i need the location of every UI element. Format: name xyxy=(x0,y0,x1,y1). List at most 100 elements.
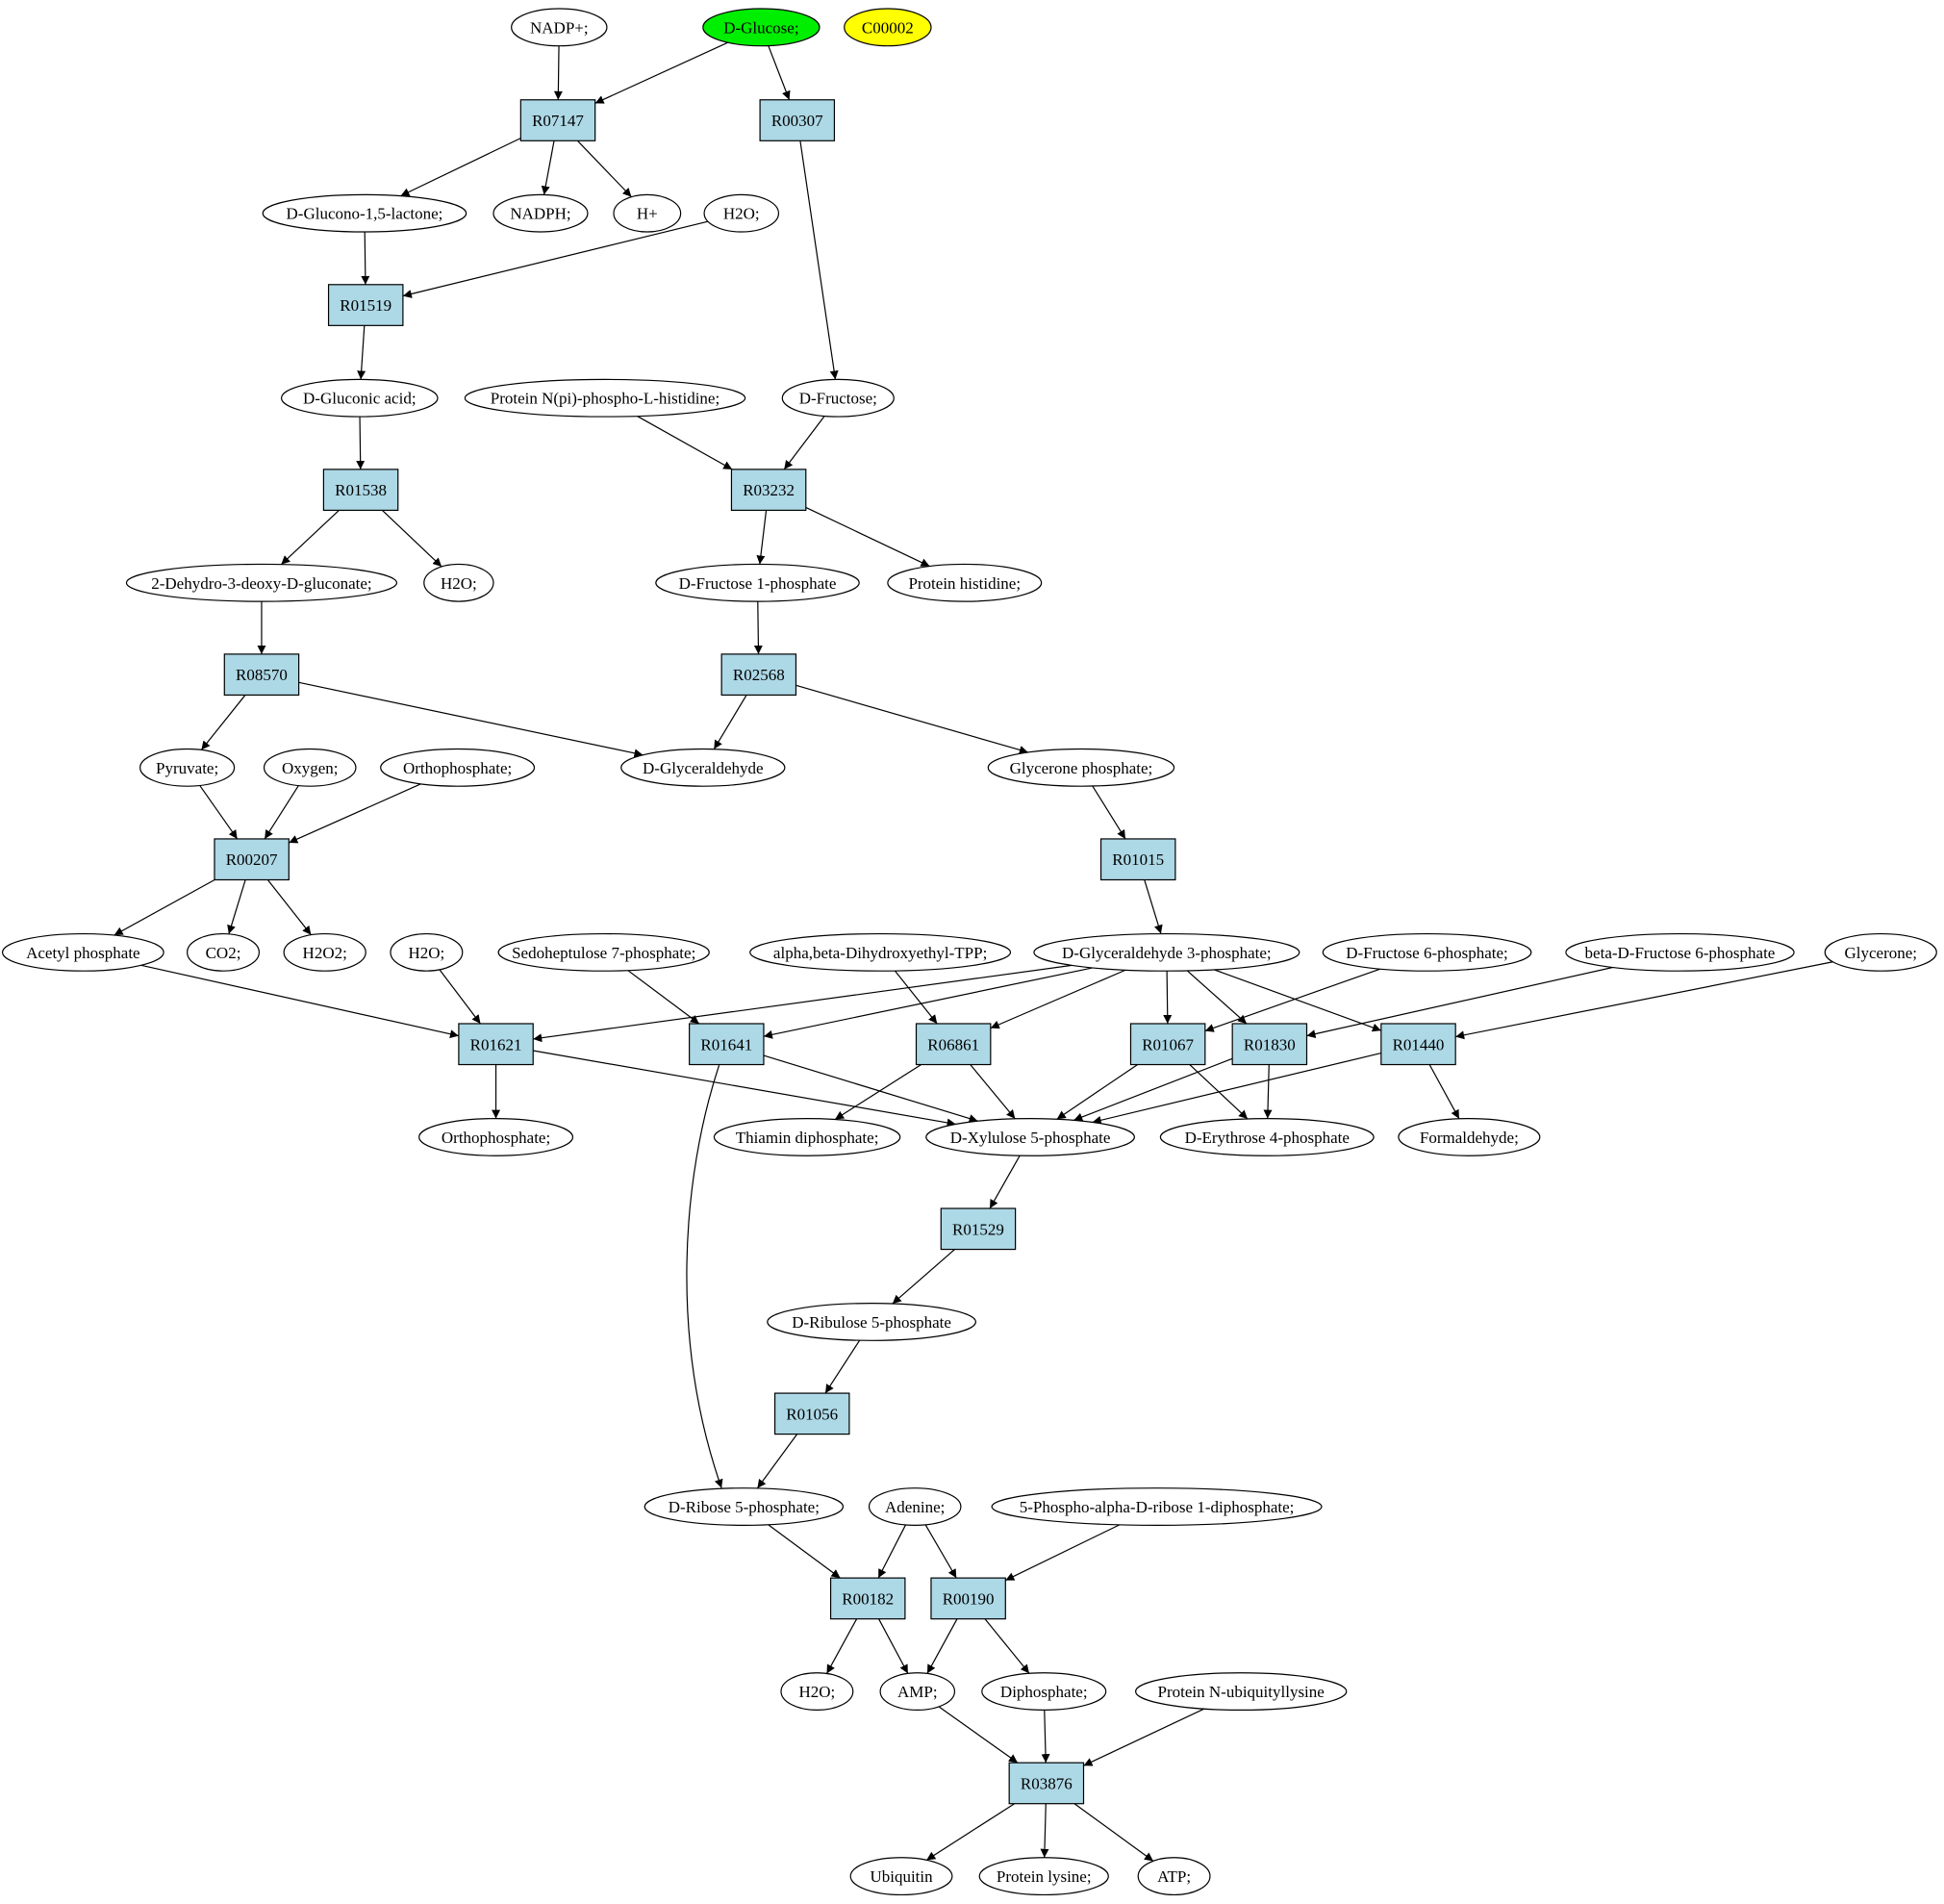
compound-ellipse xyxy=(464,378,746,418)
reaction-node-R00190[interactable]: R00190 xyxy=(930,1577,1006,1620)
edge-protnpi-to-R03232 xyxy=(637,416,733,470)
compound-node-diphosphate[interactable]: Diphosphate; xyxy=(981,1672,1107,1711)
compound-node-nadph[interactable]: NADPH; xyxy=(492,193,589,233)
compound-ellipse xyxy=(644,1487,845,1526)
reaction-node-R07147[interactable]: R07147 xyxy=(519,99,596,141)
compound-node-amp[interactable]: AMP; xyxy=(879,1672,956,1711)
reaction-node-R02568[interactable]: R02568 xyxy=(720,653,797,697)
compound-node-dfructose[interactable]: D-Fructose; xyxy=(781,378,895,418)
reaction-node-R01529[interactable]: R01529 xyxy=(940,1207,1017,1251)
node-label: Pyruvate; xyxy=(156,759,218,777)
edge-R00190-to-amp xyxy=(926,1618,958,1674)
edge-dfructose-to-R03232 xyxy=(783,416,825,470)
compound-node-atp[interactable]: ATP; xyxy=(1137,1857,1211,1896)
compound-node-h2o_c[interactable]: H2O; xyxy=(390,932,464,972)
compound-node-glucono[interactable]: D-Glucono-1,5-lactone; xyxy=(262,193,467,233)
compound-node-ubiquitin[interactable]: Ubiquitin xyxy=(849,1857,953,1896)
compound-node-gluconic[interactable]: D-Gluconic acid; xyxy=(280,378,439,418)
edge-R01538-to-h2o_b xyxy=(382,509,442,568)
node-label: Formaldehyde; xyxy=(1420,1129,1519,1147)
compound-node-h2o2[interactable]: H2O2; xyxy=(283,932,366,972)
reaction-node-R00207[interactable]: R00207 xyxy=(214,838,290,881)
reaction-node-R01519[interactable]: R01519 xyxy=(327,284,404,326)
reaction-node-R00182[interactable]: R00182 xyxy=(829,1577,906,1620)
compound-node-fru6p[interactable]: D-Fructose 6-phosphate; xyxy=(1322,932,1532,972)
compound-node-c00002[interactable]: C00002 xyxy=(844,8,932,47)
compound-node-gap[interactable]: D-Glyceraldehyde 3-phosphate; xyxy=(1033,932,1300,972)
compound-ellipse xyxy=(497,932,710,972)
reaction-node-R01621[interactable]: R01621 xyxy=(458,1023,534,1066)
compound-node-ortho_b[interactable]: Orthophosphate; xyxy=(418,1117,574,1156)
compound-ellipse xyxy=(749,932,1012,972)
compound-ellipse xyxy=(139,748,236,787)
edge-ribulose5p-to-R01056 xyxy=(824,1339,861,1394)
compound-node-glyceraldehyde[interactable]: D-Glyceraldehyde xyxy=(620,748,786,787)
edge-R07147-to-glucono xyxy=(400,138,521,197)
node-label: D-Glyceraldehyde xyxy=(643,759,764,777)
compound-ellipse xyxy=(849,1857,953,1896)
reaction-box xyxy=(327,284,404,326)
node-label: H2O; xyxy=(441,574,477,593)
reaction-node-R01067[interactable]: R01067 xyxy=(1129,1023,1206,1066)
compound-node-acetylp[interactable]: Acetyl phosphate xyxy=(1,932,164,972)
edge-adenine-to-R00182 xyxy=(877,1524,907,1579)
reaction-node-R01056[interactable]: R01056 xyxy=(773,1392,850,1435)
edge-fru6p-to-R01067 xyxy=(1204,968,1380,1032)
reaction-node-R01538[interactable]: R01538 xyxy=(322,469,399,511)
compound-node-h2o_d[interactable]: H2O; xyxy=(780,1672,854,1711)
compound-node-formaldehyde[interactable]: Formaldehyde; xyxy=(1398,1117,1541,1156)
reaction-node-R01641[interactable]: R01641 xyxy=(689,1023,765,1066)
compound-node-ortho_a[interactable]: Orthophosphate; xyxy=(380,748,536,787)
reaction-node-R03876[interactable]: R03876 xyxy=(1008,1762,1085,1805)
compound-node-fru1p[interactable]: D-Fructose 1-phosphate xyxy=(655,563,860,602)
compound-node-prothis[interactable]: Protein histidine; xyxy=(887,563,1043,602)
edge-R06861-to-xylulose5p xyxy=(970,1064,1016,1120)
compound-node-h2o_a[interactable]: H2O; xyxy=(703,193,780,233)
compound-node-nadp[interactable]: NADP+; xyxy=(511,8,608,47)
node-label: R01529 xyxy=(952,1220,1004,1238)
compound-node-dehydro[interactable]: 2-Dehydro-3-deoxy-D-gluconate; xyxy=(125,563,398,602)
reaction-node-R01830[interactable]: R01830 xyxy=(1231,1023,1308,1066)
node-label: R01015 xyxy=(1112,850,1164,869)
compound-node-pyruvate[interactable]: Pyruvate; xyxy=(139,748,236,787)
compound-node-xylulose5p[interactable]: D-Xylulose 5-phosphate xyxy=(925,1117,1135,1156)
compound-ellipse xyxy=(781,378,895,418)
compound-ellipse xyxy=(1565,932,1795,972)
reaction-node-R06861[interactable]: R06861 xyxy=(915,1023,992,1066)
compound-node-protubi[interactable]: Protein N-ubiquityllysine xyxy=(1135,1672,1348,1711)
compound-node-glycerone[interactable]: Glycerone; xyxy=(1824,932,1937,972)
compound-node-ribose5p[interactable]: D-Ribose 5-phosphate; xyxy=(644,1487,845,1526)
compound-node-co2[interactable]: CO2; xyxy=(187,932,260,972)
compound-node-protnpi[interactable]: Protein N(pi)-phospho-L-histidine; xyxy=(464,378,746,418)
edge-R01641-to-xylulose5p xyxy=(763,1054,978,1123)
compound-node-sedo7p[interactable]: Sedoheptulose 7-phosphate; xyxy=(497,932,710,972)
reaction-box xyxy=(223,653,300,697)
reaction-node-R01440[interactable]: R01440 xyxy=(1380,1023,1456,1066)
compound-node-prpp[interactable]: 5-Phospho-alpha-D-ribose 1-diphosphate; xyxy=(991,1487,1323,1526)
node-label: D-Gluconic acid; xyxy=(303,390,417,408)
node-label: H2O; xyxy=(408,944,444,962)
reaction-node-R01015[interactable]: R01015 xyxy=(1099,838,1176,881)
compound-node-h2o_b[interactable]: H2O; xyxy=(423,563,494,602)
node-label: H+ xyxy=(637,205,658,223)
compound-node-hplus[interactable]: H+ xyxy=(613,193,682,233)
compound-node-thiamin[interactable]: Thiamin diphosphate; xyxy=(713,1117,901,1156)
edge-h2o_c-to-R01621 xyxy=(439,969,481,1025)
node-label: R01830 xyxy=(1244,1035,1296,1054)
edge-R03232-to-prothis xyxy=(805,506,930,568)
reaction-node-R00307[interactable]: R00307 xyxy=(759,99,836,141)
reaction-node-R03232[interactable]: R03232 xyxy=(730,469,807,511)
compound-node-ribulose5p[interactable]: D-Ribulose 5-phosphate xyxy=(767,1303,976,1341)
edge-R02568-to-glyceraldehyde xyxy=(713,695,747,749)
reaction-node-R08570[interactable]: R08570 xyxy=(223,653,300,697)
edge-dglucose-to-R07147 xyxy=(594,41,728,104)
node-label: D-Ribulose 5-phosphate xyxy=(792,1313,951,1332)
compound-node-bfru6p[interactable]: beta-D-Fructose 6-phosphate xyxy=(1565,932,1795,972)
compound-node-ery4p[interactable]: D-Erythrose 4-phosphate xyxy=(1159,1117,1375,1156)
compound-node-glycerone_p[interactable]: Glycerone phosphate; xyxy=(987,748,1175,787)
compound-node-oxygen[interactable]: Oxygen; xyxy=(263,748,357,787)
compound-node-abdhtpp[interactable]: alpha,beta-Dihydroxyethyl-TPP; xyxy=(749,932,1012,972)
compound-node-dglucose[interactable]: D-Glucose; xyxy=(702,8,821,47)
compound-node-protlys[interactable]: Protein lysine; xyxy=(978,1857,1109,1896)
compound-node-adenine[interactable]: Adenine; xyxy=(868,1487,962,1526)
